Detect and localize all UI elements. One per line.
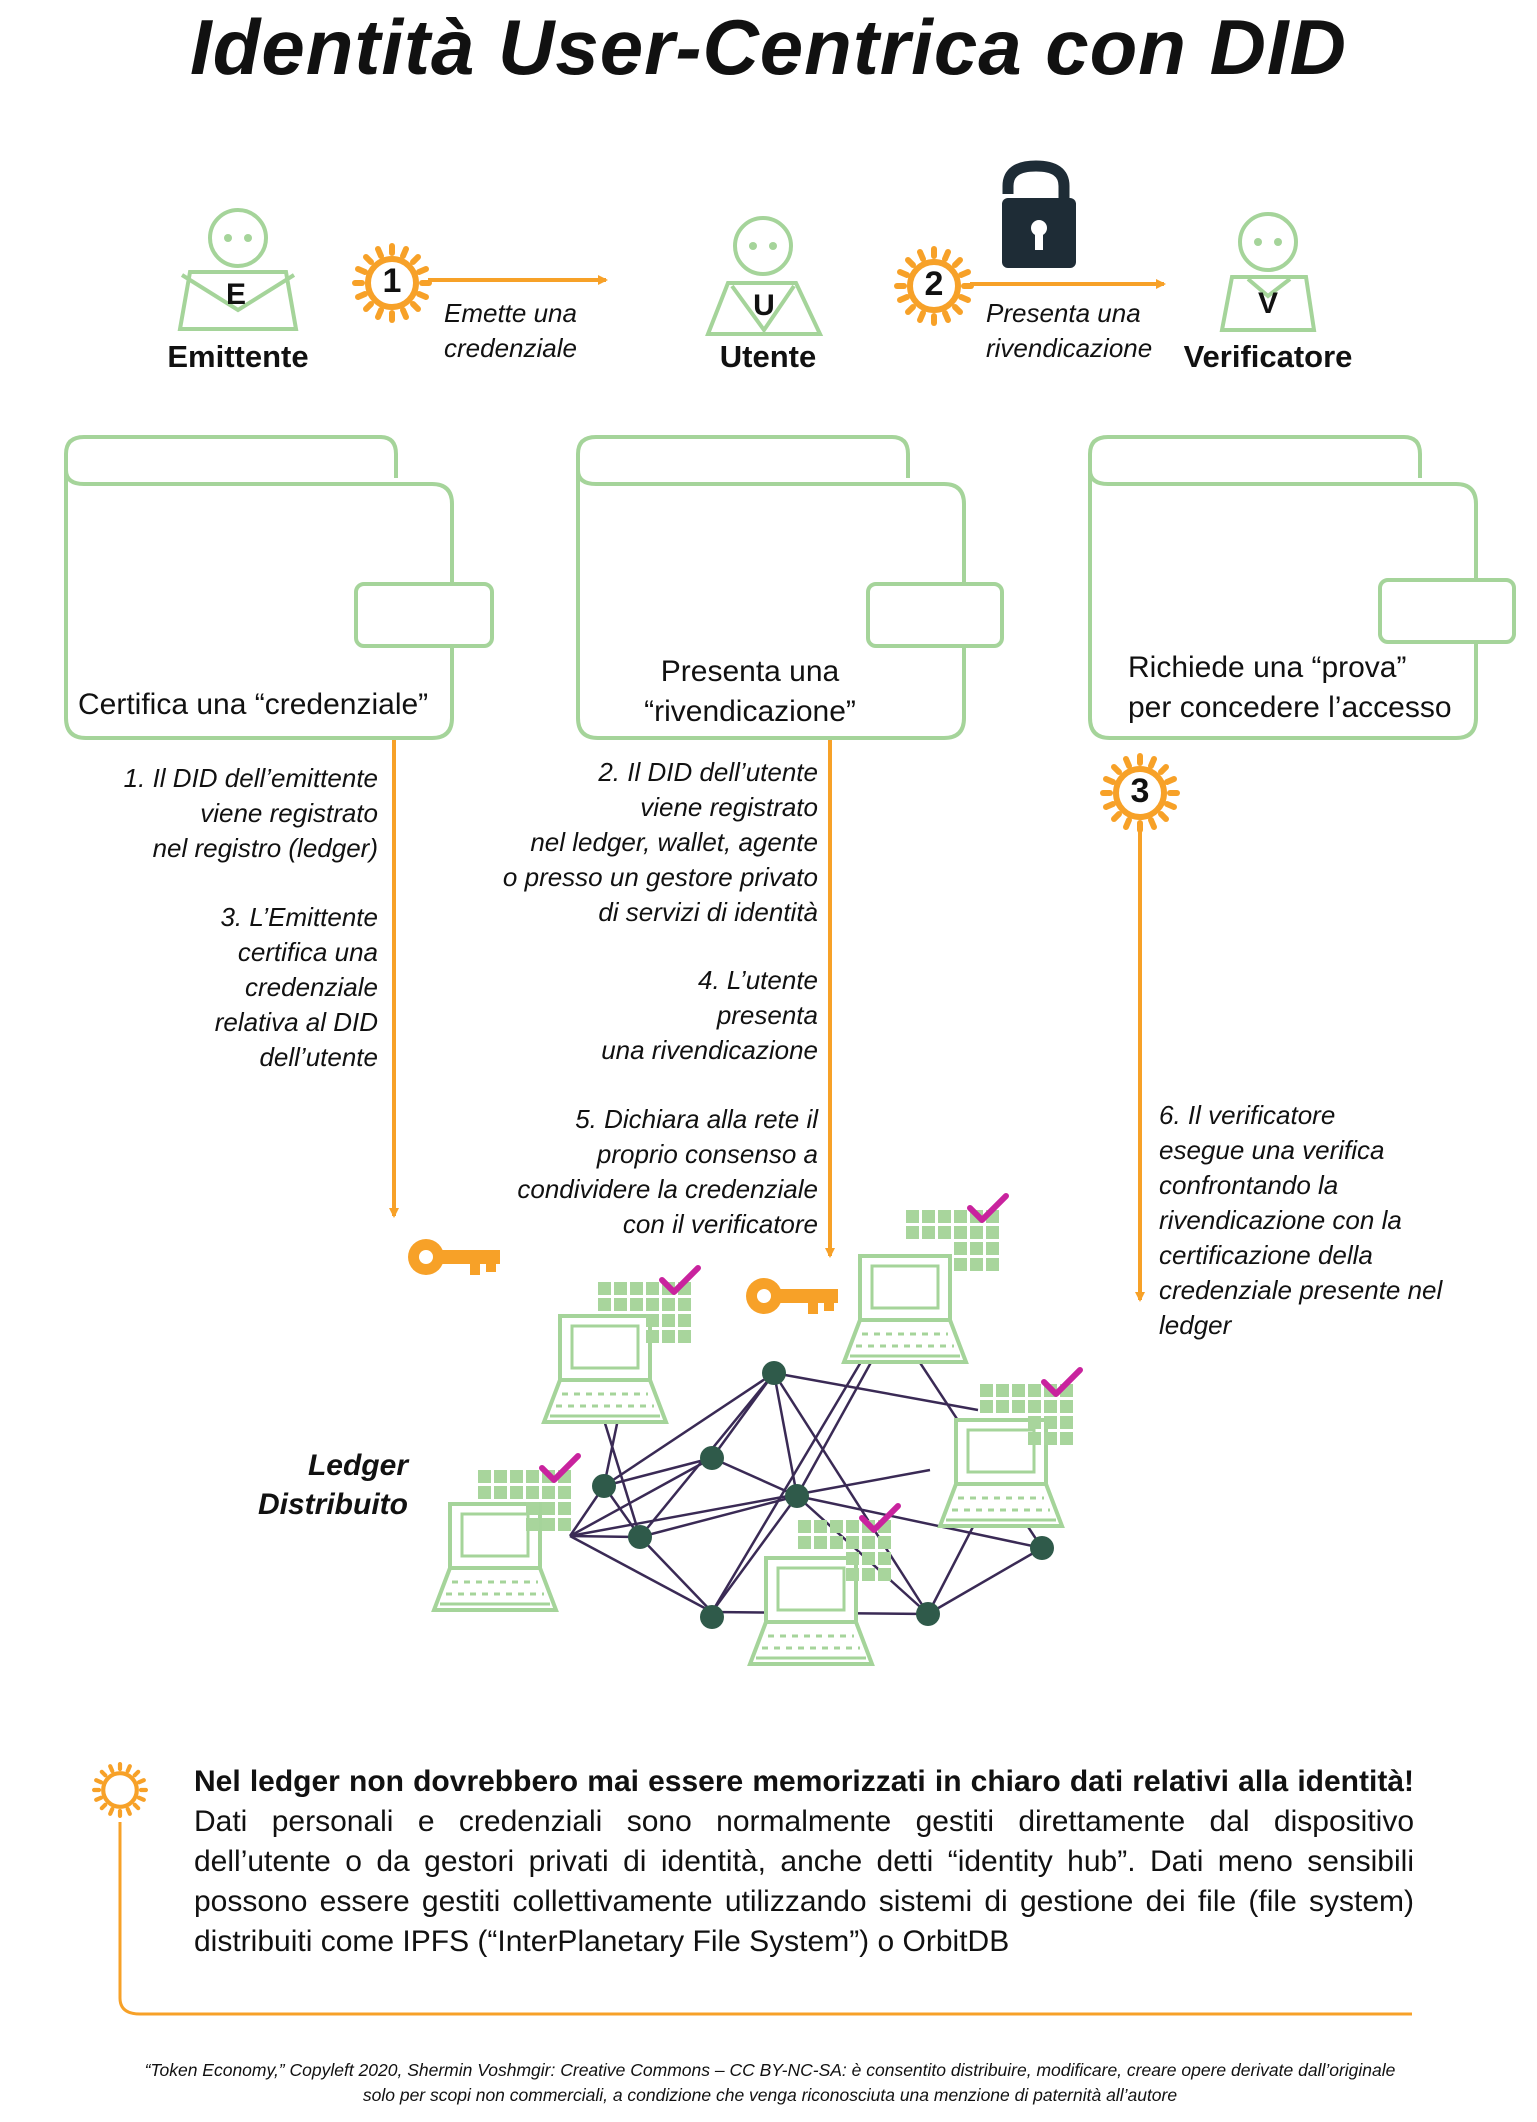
- note-line: 6. Il verificatore: [1159, 1100, 1336, 1130]
- ledger-label-line: Ledger: [307, 1449, 408, 1482]
- note-2: 2. Il DID dell’utente viene registrato n…: [440, 755, 818, 930]
- step1-caption: Emette una credenziale: [444, 296, 577, 366]
- note-line: viene registrato: [640, 792, 818, 822]
- step1-caption-line: Emette una: [444, 298, 577, 328]
- note-line: credenziale: [245, 972, 378, 1002]
- user-wallet-text-line: Presenta una: [660, 655, 840, 688]
- network-node-icon: [700, 1446, 724, 1470]
- verifier-person-icon: [1219, 212, 1317, 332]
- verifier-wallet-text-line: per concedere l’accesso: [1128, 691, 1452, 724]
- note-line: proprio consenso a: [596, 1139, 818, 1169]
- network-node-icon: [628, 1525, 652, 1549]
- note-line: nel registro (ledger): [152, 833, 378, 863]
- note-line: 5. Dichiara alla rete il: [575, 1104, 818, 1134]
- laptop-icon: [938, 1418, 1064, 1528]
- note-3: 3. L’Emittente certifica una credenziale…: [78, 900, 378, 1075]
- issuer-key-icon: [408, 1239, 500, 1275]
- issuer-wallet-text: Certifica una “credenziale”: [78, 688, 429, 721]
- note-line: confrontando la: [1159, 1170, 1339, 1200]
- issuer-wallet-icon: [64, 435, 494, 740]
- user-person-icon: [705, 216, 824, 336]
- note-line: 4. L’utente: [698, 965, 818, 995]
- note-line: di servizi di identità: [598, 897, 818, 927]
- warning-paragraph: Nel ledger non dovrebbero mai essere mem…: [194, 1762, 1414, 1962]
- user-wallet-text: Presenta una “rivendicazione”: [600, 652, 900, 732]
- warning-connector: [118, 1822, 1412, 2016]
- note-line: 1. Il DID dell’emittente: [123, 763, 378, 793]
- user-letter: U: [753, 289, 775, 322]
- note-line: presenta: [716, 1000, 818, 1030]
- note-line: certificazione della: [1159, 1240, 1373, 1270]
- step2-number: 2: [924, 265, 944, 303]
- note-6: 6. Il verificatore esegue una verifica c…: [1159, 1098, 1489, 1343]
- step1-caption-line: credenziale: [444, 333, 577, 363]
- network-node-icon: [762, 1361, 786, 1385]
- verifier-label: Verificatore: [1183, 339, 1353, 374]
- warning-bold: Nel ledger non dovrebbero mai essere mem…: [194, 1765, 1414, 1798]
- verifier-wallet-text: Richiede una “prova” per concedere l’acc…: [1128, 648, 1452, 728]
- note-5: 5. Dichiara alla rete il proprio consens…: [440, 1102, 818, 1242]
- network-node-icon: [592, 1474, 616, 1498]
- note-line: dell’utente: [259, 1042, 378, 1072]
- step1-number: 1: [382, 262, 402, 300]
- step2-caption-line: rivendicazione: [986, 333, 1153, 363]
- network-node-icon: [785, 1484, 809, 1508]
- note-line: ledger: [1159, 1310, 1232, 1340]
- footer-line: solo per scopi non commerciali, a condiz…: [362, 2085, 1178, 2105]
- network-node-icon: [1030, 1536, 1054, 1560]
- note-line: una rivendicazione: [601, 1035, 818, 1065]
- verifier-letter: V: [1257, 287, 1278, 320]
- issuer-person-icon: [177, 208, 299, 331]
- user-key-icon: [746, 1278, 838, 1314]
- verifier-wallet-text-line: Richiede una “prova”: [1128, 651, 1407, 684]
- lock-icon: [1002, 160, 1076, 268]
- network-node-icon: [700, 1605, 724, 1629]
- footer-line: “Token Economy,” Copyleft 2020, Shermin …: [144, 2060, 1396, 2080]
- note-line: condividere la credenziale: [517, 1174, 818, 1204]
- warning-text: Dati personali e credenziali sono normal…: [194, 1805, 1414, 1958]
- note-line: o presso un gestore privato: [502, 862, 818, 892]
- note-line: con il verificatore: [622, 1209, 818, 1239]
- ledger-label: Ledger Distribuito: [208, 1446, 408, 1524]
- note-line: nel ledger, wallet, agente: [530, 827, 818, 857]
- network-node-icon: [916, 1602, 940, 1626]
- footer-credit: “Token Economy,” Copyleft 2020, Shermin …: [60, 2058, 1480, 2108]
- note-line: esegue una verifica: [1159, 1135, 1385, 1165]
- verifier-wallet-icon: [1088, 435, 1516, 740]
- laptop-icon: [842, 1254, 968, 1364]
- page-title: Identità User-Centrica con DID: [190, 3, 1347, 91]
- user-wallet-text-line: “rivendicazione”: [644, 695, 856, 728]
- step2-caption-line: Presenta una: [986, 298, 1141, 328]
- user-label: Utente: [719, 339, 817, 374]
- note-line: rivendicazione con la: [1159, 1205, 1402, 1235]
- issuer-label: Emittente: [167, 339, 309, 374]
- note-line: 3. L’Emittente: [220, 902, 378, 932]
- ledger-label-line: Distribuito: [258, 1488, 408, 1521]
- note-4: 4. L’utente presenta una rivendicazione: [440, 963, 818, 1068]
- note-1: 1. Il DID dell’emittente viene registrat…: [78, 761, 378, 866]
- note-line: credenziale presente nel: [1159, 1275, 1443, 1305]
- issuer-letter: E: [225, 278, 246, 311]
- step3-number: 3: [1130, 772, 1150, 810]
- note-line: 2. Il DID dell’utente: [598, 757, 818, 787]
- warning-sun-icon: [94, 1764, 146, 1816]
- note-line: relativa al DID: [214, 1007, 378, 1037]
- user-wallet-icon: [576, 435, 1004, 740]
- note-line: certifica una: [237, 937, 378, 967]
- network-nodes: [592, 1361, 1054, 1629]
- step2-caption: Presenta una rivendicazione: [986, 296, 1152, 366]
- note-line: viene registrato: [200, 798, 378, 828]
